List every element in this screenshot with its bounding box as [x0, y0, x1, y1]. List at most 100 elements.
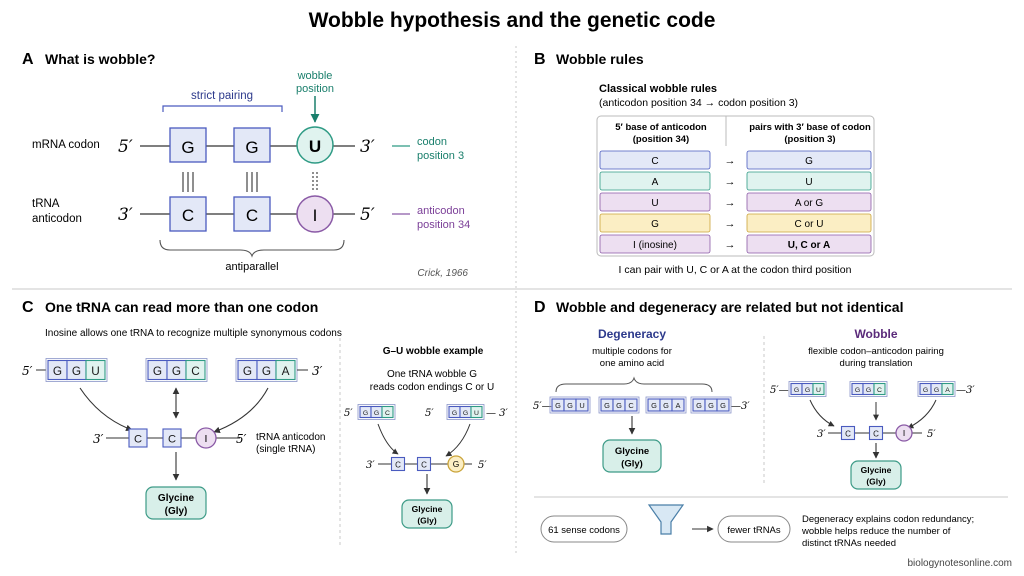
wobble-rules-subtitle-2: (anticodon position 34 → codon position …: [599, 97, 798, 109]
deg-codon-2-base-3-box: [624, 398, 638, 412]
gu-codon-1-base-3: C: [385, 410, 390, 417]
deg-brace: [555, 376, 713, 393]
deg-codon-2-frame: [598, 396, 640, 414]
wob-anticodon-base-3: I: [903, 428, 905, 438]
rule-row-2-arrow: →: [725, 176, 736, 188]
citation: Crick, 1966: [417, 268, 468, 279]
gu-desc-line1: One tRNA wobble G: [387, 369, 477, 380]
wob-codon-2-base-2: G: [866, 387, 871, 394]
deg-codon-1-base-3-box: [575, 398, 589, 412]
c-codon-1-base-3: U: [91, 365, 100, 378]
c-codon-5prime: 5′: [22, 364, 33, 378]
mrna-base-1: G: [181, 138, 194, 157]
deg-codon-2-base-1: G: [604, 401, 610, 410]
c-codon-3-base-1: G: [243, 365, 252, 378]
trna-anticodon-label: tRNA anticodon: [256, 432, 326, 443]
wob-codon-1-base-3-box: [812, 382, 825, 396]
c-codon-1-frame: [45, 358, 108, 382]
gu-anticodon-base-1-box: [390, 456, 406, 472]
degeneracy-title: Degeneracy: [598, 327, 666, 341]
mrna-5prime: 5′: [118, 137, 133, 157]
deg-codon-3-base-1: G: [651, 401, 657, 410]
wobble-position-label-1: wobble: [297, 70, 333, 82]
mrna-wobble-base-circle: [296, 126, 334, 164]
gu-codon-1-frame: [357, 404, 396, 420]
deg-codon-2-base-3: C: [628, 401, 634, 410]
wob-anticodon-3prime: 3′: [817, 429, 826, 440]
rule-row-5-anticodon-cell: [599, 234, 711, 254]
mrna-3prime: 3′: [360, 137, 375, 157]
codon-position-label-2: position 3: [417, 150, 464, 162]
wobble-desc-2: during translation: [840, 358, 913, 369]
gu-arrow-1: [377, 423, 399, 455]
c-codon-1-base-1: G: [53, 365, 62, 378]
wob-anticodon-base-3-circle: [895, 424, 913, 442]
wob-anticodon-5prime: 5′: [927, 429, 936, 440]
gu-glycine-name: Glycine: [412, 504, 443, 514]
deg-5prime: 5′—: [533, 401, 552, 412]
trna-base-box-2: [233, 196, 271, 232]
gu-glycine-box: [401, 499, 453, 529]
mrna-base-3: U: [309, 137, 321, 156]
funnel-icon: [647, 504, 685, 535]
deg-codon-2-base-2: G: [616, 401, 622, 410]
wob-codon-2-frame: [849, 381, 888, 397]
summary-line-1: Degeneracy explains codon redundancy;: [802, 514, 974, 525]
trna-base-2: C: [246, 206, 258, 225]
deg-glycine-abbr: (Gly): [621, 459, 643, 470]
deg-codon-1-base-3: U: [579, 401, 584, 410]
panel-c-description: Inosine allows one tRNA to recognize mul…: [45, 328, 342, 339]
panel-c-title: One tRNA can read more than one codon: [45, 299, 318, 315]
rule-row-4-anticodon-cell: [599, 213, 711, 233]
gu-anticodon-base-2-box: [416, 456, 432, 472]
wob-3prime: —3′: [956, 385, 975, 396]
gu-anticodon-5prime: 5′: [478, 460, 487, 471]
c-codon-1-base-3-box: [85, 359, 106, 381]
c-anticodon-base-1: C: [134, 434, 142, 446]
gu-codon-2-frame: [446, 404, 485, 420]
gu-anticodon-base-3: G: [453, 459, 460, 469]
mrna-base-box-2: [233, 127, 271, 163]
rule-row-5-codon: U, C or A: [788, 240, 830, 251]
c-codon-3-base-3-box: [275, 359, 296, 381]
wobble-desc-1: flexible codon–anticodon pairing: [808, 346, 944, 357]
panel-c: C One tRNA can read more than one codon …: [22, 299, 509, 548]
deg-glycine-name: Glycine: [615, 446, 649, 457]
antiparallel-brace: [159, 239, 345, 258]
rule-row-3-codon-cell: [746, 192, 872, 212]
rule-row-1-codon-cell: [746, 150, 872, 170]
deg-codon-4-base-3: G: [720, 401, 726, 410]
rule-row-4-arrow: →: [725, 218, 736, 230]
trna-base-3: I: [313, 206, 318, 225]
panel-b-letter: B: [534, 51, 546, 68]
wobble-title: Wobble: [854, 327, 897, 341]
deg-codon-3-frame: [645, 396, 687, 414]
deg-codon-4-base-3-box: [716, 398, 730, 412]
wob-codon-1-base-2: G: [805, 387, 810, 394]
gu-codon-2-base-3-box: [470, 405, 483, 419]
wob-arrow-3: [907, 399, 937, 429]
wob-codon-1-frame: [788, 381, 827, 397]
c-codon-2-frame: [145, 358, 208, 382]
rule-row-5-anticodon: I (inosine): [633, 240, 677, 251]
c-anticodon-base-3: I: [205, 433, 208, 445]
wob-codon-3-frame: [917, 381, 956, 397]
gu-anticodon-base-1: C: [395, 460, 401, 469]
panel-d: D Wobble and degeneracy are related but …: [533, 299, 1008, 549]
gu-arrow-2: [445, 423, 471, 457]
mrna-base-box-1: [169, 127, 207, 163]
rule-row-3-codon: A or G: [795, 198, 824, 209]
fewer-trnas-pill: [717, 515, 791, 543]
gu-anticodon-base-3-circle: [447, 455, 465, 473]
deg-codon-1-frame: [549, 396, 591, 414]
figure-title: Wobble hypothesis and the genetic code: [309, 9, 716, 32]
antiparallel-label: antiparallel: [225, 261, 278, 273]
gu-codon1-5prime: 5′: [344, 408, 353, 419]
wob-codon-1-base-3: U: [816, 387, 821, 394]
panel-c-letter: C: [22, 299, 34, 316]
footer-source: biologynotesonline.com: [907, 558, 1012, 569]
c-glycine-name: Glycine: [158, 493, 195, 504]
